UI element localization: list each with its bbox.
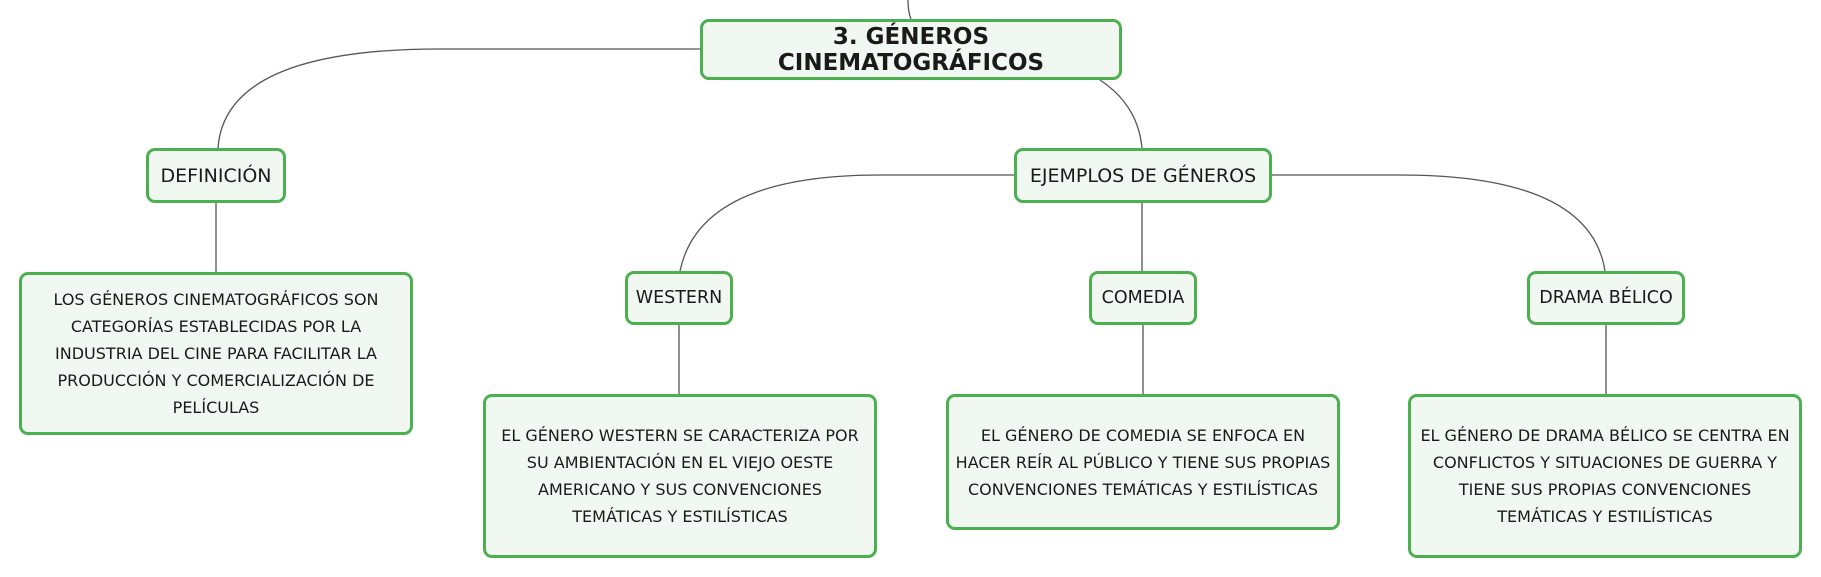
genre-description-comedia[interactable]: EL GÉNERO DE COMEDIA SE ENFOCA EN HACER …: [946, 394, 1340, 530]
topic-node-definicion[interactable]: DEFINICIÓN: [146, 148, 286, 203]
definition-text: LOS GÉNEROS CINEMATOGRÁFICOS SON CATEGOR…: [53, 290, 379, 417]
root-topic-node[interactable]: 3. GÉNEROS CINEMATOGRÁFICOS: [700, 19, 1122, 80]
connector-root-to-definicion: [217, 48, 700, 149]
connector-root-to-ejemplos: [1099, 79, 1143, 149]
genre-node-drama-belico[interactable]: DRAMA BÉLICO: [1527, 271, 1685, 325]
connector-parent-to-root: [907, 0, 912, 20]
comedia-description-text: EL GÉNERO DE COMEDIA SE ENFOCA EN HACER …: [955, 425, 1331, 499]
connector-ejemplos-to-drama: [1272, 174, 1606, 272]
genre-label-western: WESTERN: [635, 288, 723, 308]
definition-text-node[interactable]: LOS GÉNEROS CINEMATOGRÁFICOS SON CATEGOR…: [19, 272, 413, 435]
genre-description-western[interactable]: EL GÉNERO WESTERN SE CARACTERIZA POR SU …: [483, 394, 877, 558]
root-topic-label: 3. GÉNEROS CINEMATOGRÁFICOS: [777, 23, 1045, 76]
genre-node-comedia[interactable]: COMEDIA: [1089, 271, 1197, 325]
genre-node-western[interactable]: WESTERN: [625, 271, 733, 325]
western-description-text: EL GÉNERO WESTERN SE CARACTERIZA POR SU …: [501, 426, 859, 526]
connector-ejemplos-to-western: [679, 174, 1014, 272]
topic-label-definicion: DEFINICIÓN: [160, 164, 272, 187]
genre-description-drama-belico[interactable]: EL GÉNERO DE DRAMA BÉLICO SE CENTRA EN C…: [1408, 394, 1802, 558]
topic-node-ejemplos[interactable]: EJEMPLOS DE GÉNEROS: [1014, 148, 1272, 203]
genre-label-comedia: COMEDIA: [1101, 288, 1185, 308]
genre-label-drama-belico: DRAMA BÉLICO: [1539, 288, 1673, 308]
drama-belico-description-text: EL GÉNERO DE DRAMA BÉLICO SE CENTRA EN C…: [1420, 426, 1790, 526]
topic-label-ejemplos: EJEMPLOS DE GÉNEROS: [1029, 164, 1257, 187]
